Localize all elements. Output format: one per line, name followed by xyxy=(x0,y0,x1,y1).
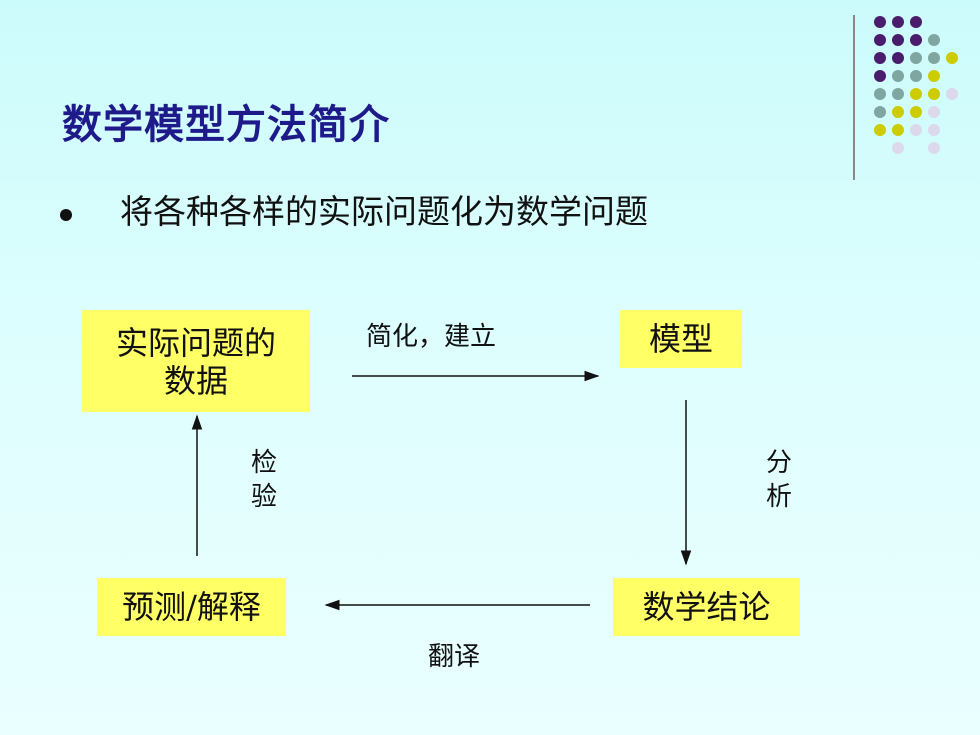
decorative-dot xyxy=(910,70,922,82)
decorative-dot xyxy=(946,88,958,100)
decorative-dot xyxy=(928,34,940,46)
decorative-dot xyxy=(928,106,940,118)
decorative-dot xyxy=(910,106,922,118)
decorative-dot xyxy=(892,124,904,136)
node-prediction: 预测/解释 xyxy=(97,578,286,636)
node-data: 实际问题的数据 xyxy=(82,310,310,412)
decorative-dot xyxy=(892,142,904,154)
decorative-dot xyxy=(874,106,886,118)
decorative-dot xyxy=(910,16,922,28)
edge-label-simplify: 简化，建立 xyxy=(366,322,497,352)
edge-label-translate: 翻译 xyxy=(428,642,481,672)
decorative-dot xyxy=(892,16,904,28)
decorative-dot xyxy=(910,34,922,46)
edge-label-analyze: 分析 xyxy=(765,448,792,512)
decorative-dot xyxy=(928,52,940,64)
node-conclusion: 数学结论 xyxy=(613,578,800,636)
edge-label-verify: 检验 xyxy=(250,448,277,512)
decorative-dot xyxy=(874,52,886,64)
decorative-dot xyxy=(892,34,904,46)
node-model: 模型 xyxy=(620,310,742,368)
decorative-dot xyxy=(910,52,922,64)
decorative-dot xyxy=(928,88,940,100)
decorative-dot xyxy=(874,16,886,28)
decorative-dot xyxy=(874,88,886,100)
decorative-dot xyxy=(928,142,940,154)
decorative-dot xyxy=(874,34,886,46)
decorative-dot xyxy=(874,70,886,82)
decorative-dot xyxy=(874,124,886,136)
decorative-dot xyxy=(928,70,940,82)
bullet-text: 将各种各样的实际问题化为数学问题 xyxy=(120,192,648,231)
slide-title: 数学模型方法简介 xyxy=(62,102,390,148)
decorative-divider xyxy=(853,15,855,180)
decorative-dot xyxy=(892,52,904,64)
decorative-dot-grid xyxy=(874,16,958,154)
decorative-dot xyxy=(910,124,922,136)
bullet-dot xyxy=(60,209,72,221)
decorative-dot xyxy=(928,124,940,136)
decorative-dot xyxy=(946,52,958,64)
decorative-dot xyxy=(892,88,904,100)
decorative-dot xyxy=(910,88,922,100)
decorative-dot xyxy=(892,70,904,82)
decorative-dot xyxy=(892,106,904,118)
